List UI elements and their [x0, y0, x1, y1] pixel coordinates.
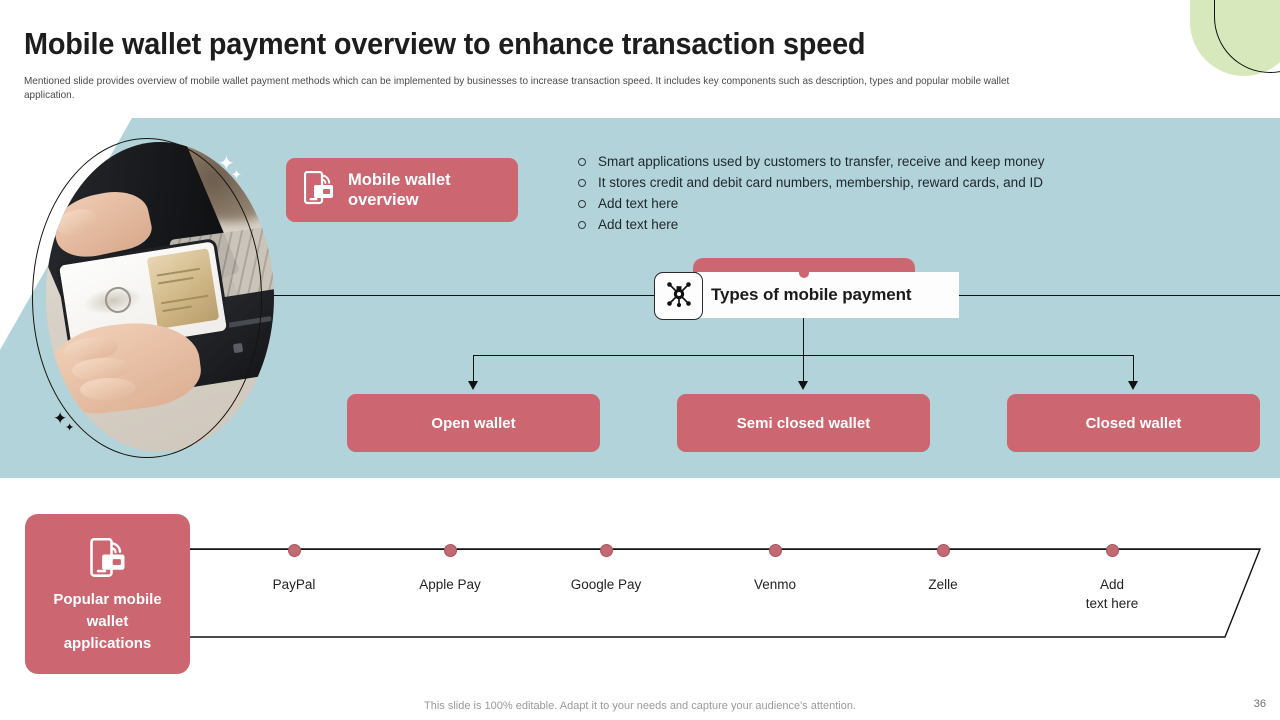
arrow-icon — [1128, 381, 1138, 390]
types-connector-left — [274, 295, 656, 296]
bullet-text: Smart applications used by customers to … — [598, 154, 1045, 169]
wallet-type-card[interactable]: Closed wallet — [1007, 394, 1260, 452]
bullet-circle-icon — [578, 158, 586, 166]
timeline-label: PayPal — [272, 577, 316, 592]
types-accent-nub — [799, 266, 809, 278]
wallet-type-card[interactable]: Semi closed wallet — [677, 394, 930, 452]
footer-note: This slide is 100% editable. Adapt it to… — [424, 700, 856, 712]
list-item: It stores credit and debit card numbers,… — [578, 173, 1044, 192]
timeline-label: Zelle — [928, 577, 958, 592]
timeline-label: Google Pay — [570, 577, 642, 592]
timeline-dot[interactable] — [444, 544, 457, 557]
page-number: 36 — [1253, 698, 1266, 710]
tree-branch — [473, 355, 474, 384]
wallet-type-card[interactable]: Open wallet — [347, 394, 600, 452]
types-title: Types of mobile payment — [711, 285, 912, 304]
bullet-text: It stores credit and debit card numbers,… — [598, 175, 1043, 190]
bullet-circle-icon — [578, 221, 586, 229]
bullet-circle-icon — [578, 200, 586, 208]
types-connector-right — [958, 295, 1280, 296]
timeline-dot[interactable] — [769, 544, 782, 557]
tree-branch — [803, 355, 804, 384]
sparkle-icon: ✦ — [53, 409, 68, 428]
timeline-label: Venmo — [753, 577, 797, 592]
arrow-icon — [468, 381, 478, 390]
bullet-circle-icon — [578, 179, 586, 187]
list-item: Smart applications used by customers to … — [578, 152, 1044, 171]
tree-stem — [803, 318, 804, 356]
types-label-panel: Types of mobile payment — [697, 272, 959, 318]
timeline-dot[interactable] — [600, 544, 613, 557]
hero-photo: ✦ ✦ ✦ ✦ — [24, 132, 274, 462]
timeline-dot[interactable] — [288, 544, 301, 557]
page-title: Mobile wallet payment overview to enhanc… — [24, 26, 866, 61]
bullet-text: Add text here — [598, 196, 679, 211]
list-item: Add text here — [578, 194, 1044, 213]
timeline-label: Apple Pay — [419, 577, 481, 592]
network-hub-icon — [664, 279, 694, 314]
timeline-axis — [190, 549, 1260, 550]
timeline-dot[interactable] — [937, 544, 950, 557]
arrow-icon — [798, 381, 808, 390]
sparkle-icon: ✦ — [218, 153, 235, 175]
overview-bullet-list: Smart applications used by customers to … — [578, 152, 1044, 236]
mobile-wallet-icon — [89, 537, 126, 583]
timeline-dot[interactable] — [1106, 544, 1119, 557]
list-item: Add text here — [578, 215, 1044, 234]
bullet-text: Add text here — [598, 217, 679, 232]
tree-branch — [1133, 355, 1134, 384]
page-subtitle: Mentioned slide provides overview of mob… — [24, 75, 1010, 101]
photo-image — [46, 142, 274, 452]
sparkle-icon: ✦ — [231, 167, 242, 182]
mobile-wallet-icon — [303, 170, 334, 210]
types-icon-box — [654, 272, 703, 320]
sparkle-icon: ✦ — [65, 422, 75, 434]
